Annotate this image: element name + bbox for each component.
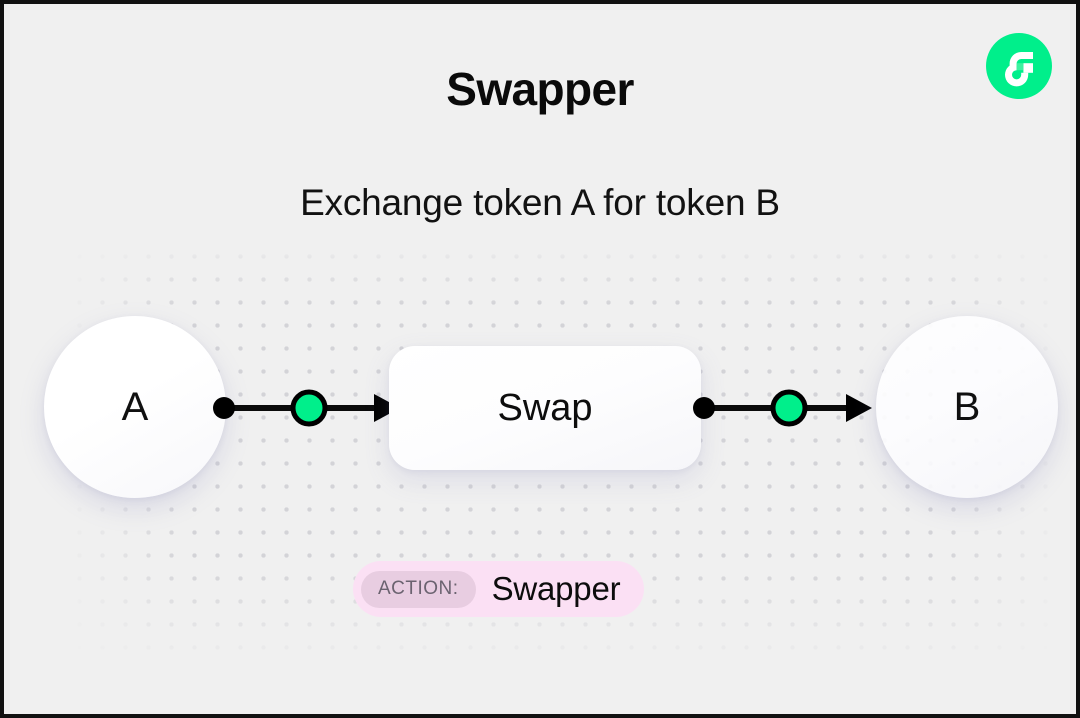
- token-b-node[interactable]: B: [876, 316, 1058, 498]
- action-badge: ACTION: Swapper: [353, 561, 645, 617]
- token-a-node[interactable]: A: [44, 316, 226, 498]
- swap-node-label: Swap: [497, 386, 593, 429]
- page-subtitle: Exchange token A for token B: [300, 182, 780, 223]
- flow-logo-icon: [986, 33, 1052, 99]
- token-b-label: B: [953, 384, 981, 429]
- page-title: Swapper: [446, 63, 634, 115]
- token-a-label: A: [121, 384, 149, 429]
- action-chip-label: ACTION:: [361, 570, 476, 608]
- edge-a-to-swap: [208, 386, 400, 430]
- swap-process-node[interactable]: Swap: [389, 346, 701, 470]
- edge-swap-to-b: [688, 386, 872, 430]
- action-value: Swapper: [491, 570, 621, 607]
